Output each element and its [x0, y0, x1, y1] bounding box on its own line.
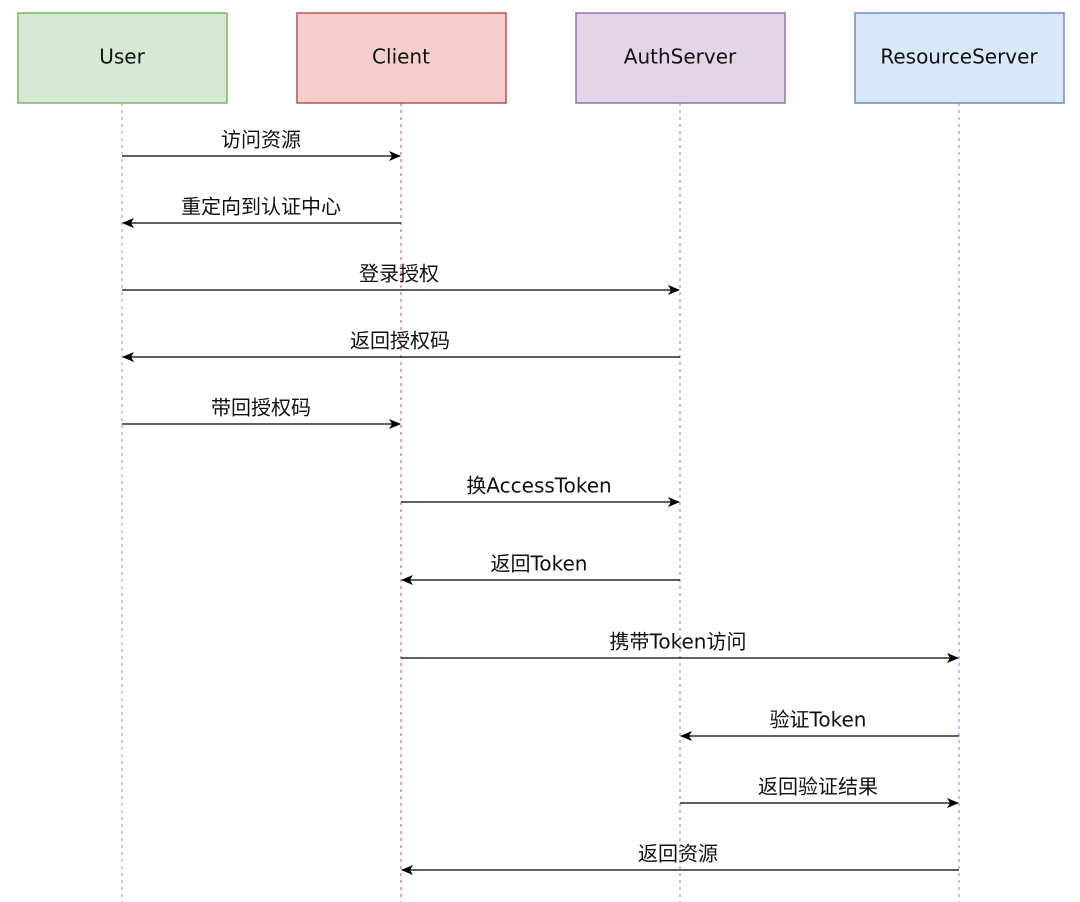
- message-4: 返回授权码: [122, 329, 680, 362]
- message-label: 验证Token: [770, 708, 867, 732]
- actor-box-user: [17, 12, 228, 104]
- actor-authserver: AuthServer: [575, 12, 786, 104]
- message-label: 返回Token: [491, 552, 588, 576]
- actor-box-client: [296, 12, 507, 104]
- message-2: 重定向到认证中心: [122, 195, 401, 228]
- message-label: 返回资源: [638, 842, 718, 866]
- message-label: 登录授权: [359, 262, 439, 286]
- message-label: 换AccessToken: [466, 474, 611, 498]
- actor-box-authserver: [575, 12, 786, 104]
- actor-label-authserver: AuthServer: [624, 45, 737, 69]
- message-label: 携带Token访问: [610, 630, 747, 654]
- actor-client: Client: [296, 12, 507, 104]
- message-label: 访问资源: [221, 128, 301, 152]
- message-label: 重定向到认证中心: [181, 195, 341, 219]
- message-label: 返回验证结果: [758, 775, 878, 799]
- actor-box-resourceserver: [854, 12, 1065, 104]
- message-11: 返回资源: [401, 842, 959, 875]
- message-5: 带回授权码: [122, 396, 401, 429]
- message-9: 验证Token: [680, 708, 959, 741]
- message-1: 访问资源: [122, 128, 401, 161]
- message-8: 携带Token访问: [401, 630, 959, 663]
- message-3: 登录授权: [122, 262, 680, 295]
- message-10: 返回验证结果: [680, 775, 959, 808]
- actor-resourceserver: ResourceServer: [854, 12, 1065, 104]
- message-label: 返回授权码: [350, 329, 450, 353]
- actor-label-user: User: [99, 45, 145, 69]
- message-label: 带回授权码: [211, 396, 311, 420]
- message-6: 换AccessToken: [401, 474, 680, 507]
- actor-user: User: [17, 12, 228, 104]
- actor-label-resourceserver: ResourceServer: [880, 45, 1038, 69]
- message-7: 返回Token: [401, 552, 680, 585]
- actor-label-client: Client: [372, 45, 430, 69]
